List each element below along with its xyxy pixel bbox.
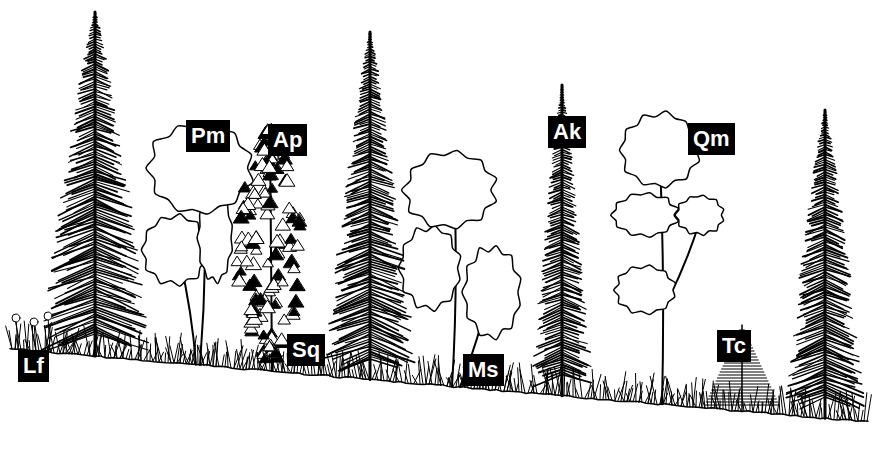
spruce-tree [786, 110, 864, 418]
species-tag: Ak [548, 116, 586, 148]
tree-trunk [452, 210, 456, 386]
species-tag: Sq [287, 334, 325, 366]
species-tag: Ms [463, 354, 504, 386]
tree-crown [611, 193, 679, 237]
tree-crown [614, 265, 676, 315]
spruce-tree [533, 85, 591, 396]
ground-vegetation [6, 312, 872, 422]
young-fir [705, 325, 779, 411]
species-tag: Lf [18, 350, 49, 382]
tree-crown [398, 225, 460, 311]
species-tag: Tc [717, 330, 751, 362]
species-code: Ap [273, 127, 302, 152]
species-code: Ak [553, 119, 581, 144]
tree-crown [402, 150, 497, 228]
species-code: Lf [23, 353, 44, 378]
tree-crown [141, 214, 207, 286]
species-code: Sq [292, 337, 320, 362]
species-tag: Pm [186, 120, 230, 152]
tree-crown [146, 122, 253, 214]
species-code: Ms [468, 357, 499, 382]
tree-crown [462, 246, 521, 340]
spruce-tree [42, 12, 149, 356]
tree-crown [675, 195, 724, 235]
species-code: Tc [722, 333, 746, 358]
species-code: Qm [693, 126, 730, 151]
species-tag: Ap [268, 124, 307, 156]
species-tag: Qm [688, 123, 735, 155]
species-code: Pm [191, 123, 225, 148]
drawing [6, 12, 872, 422]
spruce-tree [325, 32, 414, 379]
